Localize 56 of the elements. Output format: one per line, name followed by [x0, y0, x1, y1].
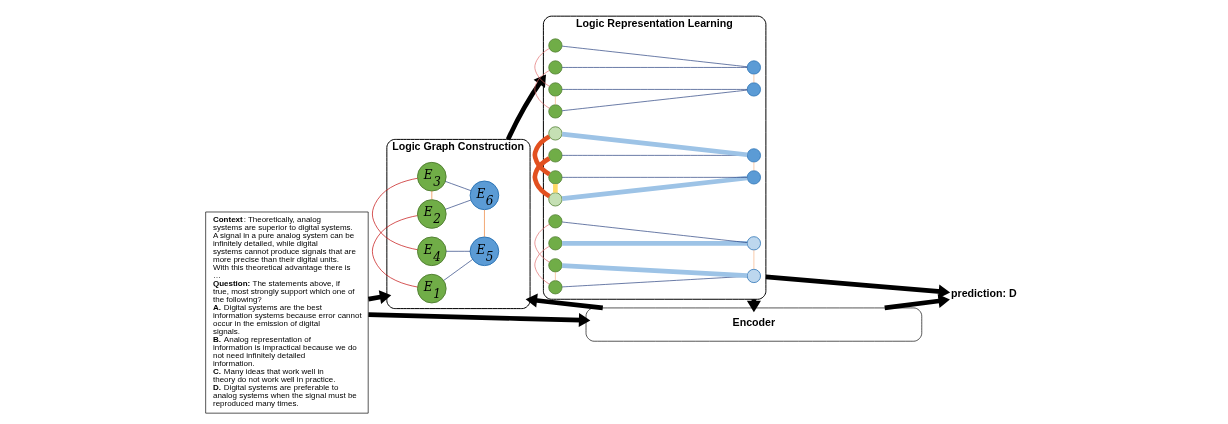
- node-circle: [746, 236, 761, 251]
- connector: [561, 67, 748, 68]
- connector: [532, 134, 551, 177]
- node-circle: [746, 148, 761, 163]
- connector: [534, 70, 550, 109]
- node-circle: [548, 82, 563, 97]
- node-circle: [746, 60, 761, 75]
- node-circle: [548, 126, 563, 141]
- connector: [555, 271, 556, 281]
- node-circle: [548, 236, 563, 251]
- arrow: [884, 294, 950, 311]
- connector: [445, 181, 472, 191]
- connector: [534, 48, 550, 87]
- connector: [532, 156, 551, 199]
- connector: [431, 190, 433, 200]
- connector: [561, 45, 748, 68]
- node-circle: [746, 170, 761, 185]
- connector: [484, 209, 485, 238]
- connector: [443, 259, 473, 281]
- connector: [445, 199, 472, 210]
- connector: [372, 215, 418, 288]
- arrow: [368, 312, 591, 328]
- node-circle: [548, 192, 563, 207]
- connector: [562, 241, 748, 246]
- node-text: prediction: D: [951, 287, 1017, 300]
- connector: [562, 263, 748, 278]
- connector: [372, 177, 418, 250]
- node-circle: [746, 268, 761, 283]
- arrow: [505, 74, 546, 141]
- node-circle: [548, 60, 563, 75]
- connector: [561, 221, 748, 243]
- connector: [753, 249, 755, 270]
- arrow: [525, 293, 604, 311]
- node-circle: [548, 38, 563, 53]
- connector: [534, 224, 550, 263]
- connector: [561, 89, 748, 90]
- node-circle: [548, 280, 563, 295]
- node-circle: [548, 170, 563, 185]
- cluster: Logic Representation Learning: [542, 15, 767, 300]
- connector: [553, 184, 558, 193]
- node-circle: [548, 258, 563, 273]
- connector: [561, 177, 748, 178]
- connector: [561, 131, 748, 158]
- node-circle: [746, 82, 761, 97]
- connector: [534, 245, 550, 285]
- arrow: [765, 274, 951, 299]
- node-box: Encoder: [585, 307, 923, 342]
- node-circle: [548, 104, 563, 119]
- connector: [445, 250, 471, 252]
- connector: [753, 161, 755, 171]
- node-circle: [548, 148, 563, 163]
- connector: [555, 95, 556, 106]
- connector: [561, 175, 748, 201]
- node-circle: [548, 214, 563, 229]
- connector: [753, 73, 755, 84]
- connector: [561, 89, 748, 112]
